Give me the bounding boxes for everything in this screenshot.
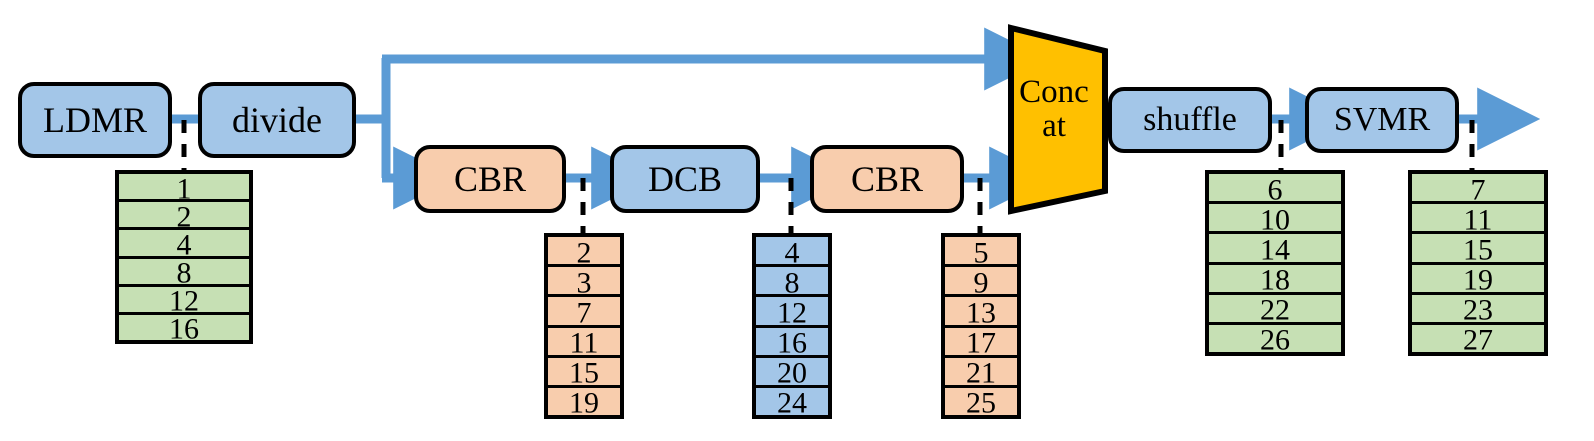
stack-cell-value: 17 xyxy=(966,326,996,360)
stack-cell-value: 12 xyxy=(169,284,199,318)
stack-cell: 25 xyxy=(945,388,1017,418)
block-cbr-2[interactable]: CBR xyxy=(810,145,964,213)
block-ldmr-label: LDMR xyxy=(42,100,147,140)
stack-cell: 21 xyxy=(945,358,1017,388)
stack-cell-value: 14 xyxy=(1260,233,1290,267)
stack-cell-value: 6 xyxy=(1267,172,1283,206)
stack-cell-value: 1 xyxy=(176,171,192,205)
block-shuffle-label: shuffle xyxy=(1143,101,1237,138)
stack-cell-value: 3 xyxy=(576,266,592,300)
stack-cell-value: 15 xyxy=(1463,233,1493,267)
stack-ldmr: 1 2 4 8 12 16 xyxy=(115,170,253,344)
stack-cell: 20 xyxy=(756,358,828,388)
stack-cell: 16 xyxy=(119,314,249,344)
stack-cell-value: 8 xyxy=(176,256,192,290)
stack-cell-value: 22 xyxy=(1260,293,1290,327)
block-cbr-1-label: CBR xyxy=(453,159,527,199)
stack-cell-value: 8 xyxy=(784,266,800,300)
stack-cbr-2: 5 9 13 17 21 25 xyxy=(941,233,1021,419)
stack-cell: 15 xyxy=(1412,233,1544,267)
stack-cell-value: 19 xyxy=(569,386,599,420)
stack-cell-value: 18 xyxy=(1260,263,1290,297)
stack-cell-value: 7 xyxy=(576,296,592,330)
stack-cell: 2 xyxy=(119,200,249,234)
stack-cell: 9 xyxy=(945,266,1017,300)
stack-cell: 8 xyxy=(756,266,828,300)
stack-dcb: 4 8 12 16 20 24 xyxy=(752,233,832,419)
block-dcb-label: DCB xyxy=(647,159,723,199)
stack-cell-value: 16 xyxy=(777,326,807,360)
stack-shuffle: 6 10 14 18 22 26 xyxy=(1205,170,1345,356)
stack-cell: 22 xyxy=(1209,295,1341,325)
stack-cell-value: 24 xyxy=(777,386,807,420)
block-dcb[interactable]: DCB xyxy=(610,145,760,213)
stack-cell-value: 4 xyxy=(176,228,192,262)
stack-cell: 27 xyxy=(1412,325,1544,355)
stack-cell: 11 xyxy=(548,328,620,358)
block-cbr-2-label: CBR xyxy=(850,159,924,199)
stack-cell: 16 xyxy=(756,328,828,358)
stack-svmr: 7 11 15 19 23 27 xyxy=(1408,170,1548,356)
stack-cell-value: 25 xyxy=(966,386,996,420)
stack-cell: 12 xyxy=(756,296,828,330)
stack-cell-value: 19 xyxy=(1463,263,1493,297)
stack-cell-value: 11 xyxy=(1463,203,1493,237)
stack-cell: 1 xyxy=(119,171,249,205)
block-ldmr[interactable]: LDMR xyxy=(18,82,172,158)
stack-cell-value: 10 xyxy=(1260,203,1290,237)
stack-cell: 26 xyxy=(1209,325,1341,355)
stack-cell: 4 xyxy=(119,228,249,262)
stack-cell-value: 21 xyxy=(966,356,996,390)
stack-cell-value: 15 xyxy=(569,356,599,390)
stack-cell-value: 27 xyxy=(1463,323,1493,357)
block-svmr[interactable]: SVMR xyxy=(1305,87,1459,153)
stack-cell: 24 xyxy=(756,388,828,418)
stack-cell: 19 xyxy=(548,388,620,418)
stack-cell-value: 16 xyxy=(169,312,199,346)
stack-cell: 5 xyxy=(945,237,1017,267)
stack-cell-value: 23 xyxy=(1463,293,1493,327)
block-shuffle[interactable]: shuffle xyxy=(1108,87,1272,153)
stack-cell-value: 20 xyxy=(777,356,807,390)
block-svmr-label: SVMR xyxy=(1333,101,1431,138)
stack-cell: 13 xyxy=(945,296,1017,330)
block-divide-label: divide xyxy=(232,100,322,140)
stack-cell: 23 xyxy=(1412,295,1544,325)
stack-cell: 19 xyxy=(1412,265,1544,295)
concat-trapezoid xyxy=(1008,24,1108,215)
stack-cell-value: 12 xyxy=(777,296,807,330)
stack-cell: 7 xyxy=(1412,174,1544,204)
stack-cell: 12 xyxy=(119,284,249,318)
stack-cell: 11 xyxy=(1412,203,1544,237)
stack-cell: 4 xyxy=(756,237,828,267)
stack-cell-value: 5 xyxy=(973,235,989,269)
stack-cell: 7 xyxy=(548,296,620,330)
stack-cell: 8 xyxy=(119,256,249,290)
stack-cell-value: 11 xyxy=(569,326,599,360)
stack-cell: 15 xyxy=(548,358,620,388)
stack-cell: 3 xyxy=(548,266,620,300)
stack-cell: 2 xyxy=(548,237,620,267)
stack-cell-value: 13 xyxy=(966,296,996,330)
stack-cell: 18 xyxy=(1209,265,1341,295)
stack-cell: 14 xyxy=(1209,233,1341,267)
stack-cbr-1: 2 3 7 11 15 19 xyxy=(544,233,624,419)
block-cbr-1[interactable]: CBR xyxy=(414,145,566,213)
stack-cell-value: 26 xyxy=(1260,323,1290,357)
block-divide[interactable]: divide xyxy=(198,82,356,158)
stack-cell: 6 xyxy=(1209,174,1341,204)
stack-cell-value: 2 xyxy=(576,235,592,269)
stack-cell-value: 9 xyxy=(973,266,989,300)
stack-cell-value: 4 xyxy=(784,235,800,269)
stack-cell: 17 xyxy=(945,328,1017,358)
stack-cell: 10 xyxy=(1209,203,1341,237)
stack-cell-value: 7 xyxy=(1470,172,1486,206)
stack-cell-value: 2 xyxy=(176,200,192,234)
